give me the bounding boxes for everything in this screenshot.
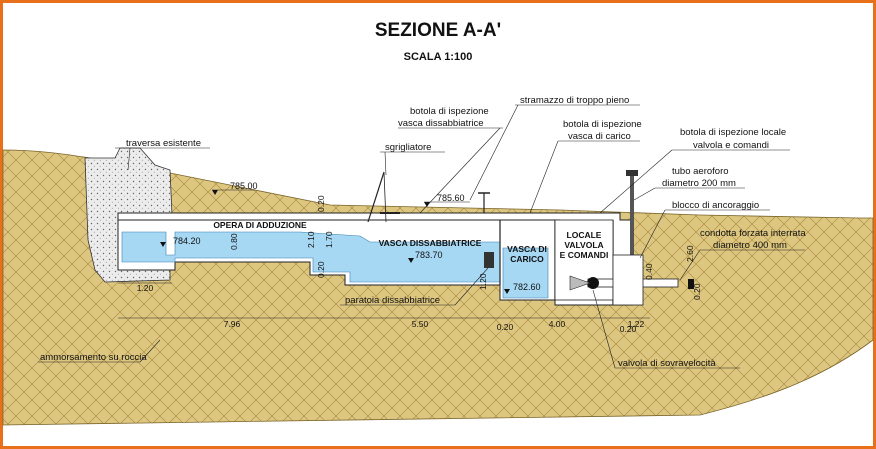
- anchoring-block: [612, 254, 644, 306]
- label-condotta-2: diametro 400 mm: [713, 240, 787, 251]
- vdim-0-20-r: 0.20: [692, 283, 702, 300]
- label-traversa: traversa esistente: [126, 138, 201, 149]
- label-paratoia: paratoia dissabbiatrice: [345, 295, 440, 306]
- label-stramazzo: stramazzo di troppo pieno: [520, 95, 629, 106]
- block-locale-2: VALVOLA: [564, 240, 603, 250]
- elev-785-00: 785.00: [230, 181, 258, 191]
- dim-0-20a: 0.20: [497, 322, 514, 332]
- elev-783-70: 783.70: [415, 250, 443, 260]
- block-locale-3: E COMANDI: [560, 250, 609, 260]
- vdim-0-40: 0.40: [644, 263, 654, 280]
- paratoia-block: [484, 252, 494, 268]
- dim-5-50: 5.50: [412, 319, 429, 329]
- valve-symbol: [587, 277, 599, 289]
- elev-784-20: 784.20: [173, 236, 201, 246]
- label-botola-carico-2: vasca di carico: [568, 131, 631, 142]
- block-vasca-diss: VASCA DISSABBIATRICE: [379, 238, 482, 248]
- section-title: SEZIONE A-A': [375, 20, 501, 41]
- dim-1-22: 1.22: [628, 319, 645, 329]
- block-locale-1: LOCALE: [567, 230, 602, 240]
- dim-1-20: 1.20: [137, 283, 154, 293]
- water-carico: [502, 247, 549, 299]
- label-blocco: blocco di ancoraggio: [672, 200, 759, 211]
- label-botola-locale-2: valvola e comandi: [693, 140, 769, 151]
- sgrigliatore-rack: [367, 171, 385, 223]
- label-tubo-2: diametro 200 mm: [662, 178, 736, 189]
- vdim-1-70: 1.70: [324, 231, 334, 248]
- label-botola-carico-1: botola di ispezione: [563, 119, 642, 130]
- dim-4-00: 4.00: [549, 319, 566, 329]
- label-ammorsamento: ammorsamento su roccia: [40, 352, 147, 363]
- section-scale: SCALA 1:100: [404, 51, 473, 63]
- label-botola-diss-2: vasca dissabbiatrice: [398, 118, 484, 129]
- label-sgrigliatore: sgrigliatore: [385, 142, 431, 153]
- aeroforo-tube: [630, 175, 634, 285]
- dim-7-96: 7.96: [224, 319, 241, 329]
- vdim-2-60: 2.60: [685, 245, 695, 262]
- block-opera: OPERA DI ADDUZIONE: [213, 220, 307, 230]
- elev-782-60: 782.60: [513, 282, 541, 292]
- label-valvola: valvola di sovravelocità: [618, 358, 716, 369]
- vdim-0-20-top: 0.20: [316, 195, 326, 212]
- label-botola-diss-1: botola di ispezione: [410, 106, 489, 117]
- label-condotta-1: condotta forzata interrata: [700, 228, 806, 239]
- elev-785-60: 785.60: [437, 193, 465, 203]
- vdim-2-10: 2.10: [306, 231, 316, 248]
- label-tubo-1: tubo aeroforo: [672, 166, 729, 177]
- vdim-1-20: 1.20: [478, 273, 488, 290]
- block-vasca-carico-2: CARICO: [510, 254, 544, 264]
- block-vasca-carico-1: VASCA DI: [507, 244, 547, 254]
- label-botola-locale-1: botola di ispezione locale: [680, 127, 786, 138]
- vdim-0-80: 0.80: [229, 233, 239, 250]
- vdim-0-20-low: 0.20: [316, 261, 326, 278]
- dim-0-20b: 0.20: [620, 324, 637, 334]
